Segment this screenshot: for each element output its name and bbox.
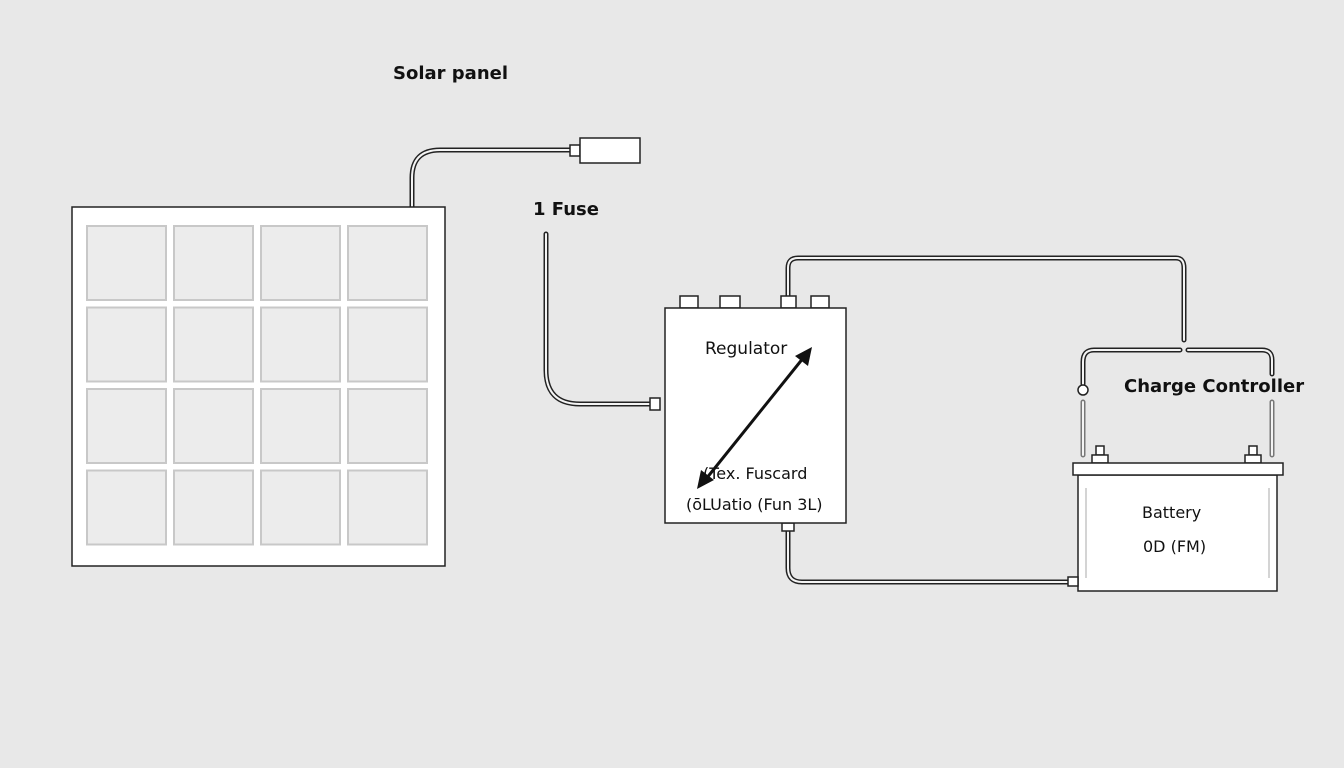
wire-fuse-to-regulator xyxy=(543,231,655,407)
solar-cell xyxy=(86,388,167,464)
wire-regulator-to-controller xyxy=(785,255,1275,458)
solar-cell xyxy=(173,225,254,301)
solar-cell xyxy=(173,388,254,464)
solar-panel xyxy=(71,206,446,567)
solar-cell xyxy=(347,306,428,383)
regulator-label: Regulator xyxy=(705,339,788,359)
solar-cell xyxy=(260,388,341,464)
wire-regulator-to-battery xyxy=(785,520,1073,585)
solar-cell xyxy=(260,469,341,546)
solar-cell xyxy=(86,306,167,383)
solar-cell xyxy=(347,225,428,301)
solar-cell xyxy=(86,469,167,546)
wire-panel-to-fuse xyxy=(409,147,575,210)
battery xyxy=(1067,445,1284,592)
bidirectional-arrow-icon xyxy=(697,347,812,489)
fuse xyxy=(569,137,641,164)
solar-panel-label: Solar panel xyxy=(393,63,509,84)
solar-cell xyxy=(260,225,341,301)
solar-cell xyxy=(86,225,167,301)
regulator-text-line2: (ōLUatio (Fun 3L) xyxy=(686,495,823,514)
fuse-label: 1 Fuse xyxy=(533,199,599,220)
solar-cell xyxy=(173,469,254,546)
battery-sublabel: 0D (FM) xyxy=(1143,537,1207,556)
charge-controller-label: Charge Controller xyxy=(1124,376,1305,397)
solar-cell xyxy=(173,306,254,383)
solar-cell xyxy=(347,388,428,464)
solar-cell xyxy=(347,469,428,546)
regulator-text-line1: (Tex. Fuscard xyxy=(703,464,808,483)
controller-terminal-icon xyxy=(1077,384,1089,396)
solar-cell xyxy=(260,306,341,383)
battery-label: Battery xyxy=(1142,503,1202,522)
